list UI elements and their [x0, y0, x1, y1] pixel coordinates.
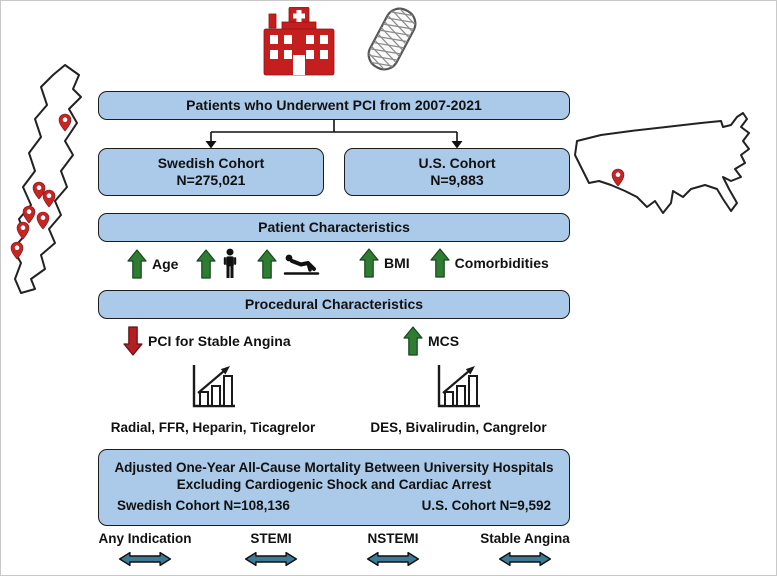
sweden-map-outline — [10, 64, 82, 294]
patient-characteristics-left-group: Age — [127, 248, 321, 279]
characteristic-lifestyle — [257, 248, 321, 279]
comorbidities-label: Comorbidities — [454, 255, 549, 271]
bmi-label: BMI — [384, 255, 410, 271]
comparison-double-arrow-icon — [366, 551, 420, 567]
increase-arrow-icon — [359, 248, 379, 278]
outcome-line1: Adjusted One-Year All-Cause Mortality Be… — [114, 460, 554, 476]
characteristic-bmi: BMI — [359, 248, 410, 278]
characteristic-sex — [196, 248, 239, 279]
comparison-double-arrow-icon — [244, 551, 298, 567]
age-label: Age — [152, 255, 179, 272]
stable-angina-label: Stable Angina — [480, 531, 570, 546]
comparison-stable-angina: Stable Angina — [469, 531, 581, 567]
hospital-building-icon — [263, 7, 335, 76]
swedish-cohort-box: Swedish Cohort N=275,021 — [98, 148, 324, 196]
outcome-line2: Excluding Cardiogenic Shock and Cardiac … — [176, 477, 492, 493]
stemi-label: STEMI — [250, 531, 292, 546]
pci-stable-angina-label: PCI for Stable Angina — [148, 333, 291, 349]
increased-item: MCS — [403, 326, 459, 356]
swedish-therapies-label: Radial, FFR, Heparin, Ticagrelor — [110, 420, 316, 435]
us-therapies-label: DES, Bivalirudin, Cangrelor — [370, 420, 547, 435]
comparison-double-arrow-icon — [498, 551, 552, 567]
outcome-swedish-n: Swedish Cohort N=108,136 — [117, 497, 290, 513]
stent-icon — [363, 3, 421, 75]
us-cohort-title: U.S. Cohort — [418, 154, 496, 171]
increase-arrow-icon — [430, 248, 450, 278]
increase-arrow-icon — [127, 248, 147, 279]
outcome-us-n: U.S. Cohort N=9,592 — [421, 497, 551, 513]
swedish-cohort-n: N=275,021 — [176, 172, 246, 188]
patient-characteristics-header: Patient Characteristics — [98, 213, 570, 242]
comparison-any-indication: Any Indication — [93, 531, 197, 567]
us-cohort-n: N=9,883 — [430, 172, 484, 188]
us-map-outline — [574, 112, 750, 214]
person-icon — [224, 248, 237, 279]
characteristic-age: Age — [127, 248, 179, 279]
comparison-nstemi: NSTEMI — [349, 531, 437, 567]
comparison-double-arrow-icon — [118, 551, 172, 567]
outcome-cohort-ns: Swedish Cohort N=108,136 U.S. Cohort N=9… — [99, 498, 569, 515]
characteristic-comorbidities: Comorbidities — [430, 248, 549, 278]
comparison-stemi: STEMI — [227, 531, 315, 567]
decreased-item: PCI for Stable Angina — [123, 326, 291, 356]
procedural-characteristics-header: Procedural Characteristics — [98, 290, 570, 319]
decrease-arrow-icon — [123, 326, 143, 356]
rising-bar-chart-icon — [192, 365, 235, 408]
outcome-box: Adjusted One-Year All-Cause Mortality Be… — [98, 449, 570, 526]
any-indication-label: Any Indication — [98, 531, 192, 546]
increase-arrow-icon — [403, 326, 423, 356]
procedural-characteristics-label: Procedural Characteristics — [244, 295, 424, 312]
person-reclining-icon — [284, 254, 320, 275]
increase-arrow-icon — [196, 248, 217, 279]
top-box: Patients who Underwent PCI from 2007-202… — [98, 91, 570, 120]
mcs-label: MCS — [428, 333, 460, 349]
us-cohort-box: U.S. Cohort N=9,883 — [344, 148, 570, 196]
patient-characteristics-right-group: BMI Comorbidities — [359, 248, 549, 278]
increase-arrow-icon — [257, 248, 278, 279]
patient-characteristics-label: Patient Characteristics — [258, 218, 410, 235]
swedish-cohort-title: Swedish Cohort — [157, 154, 265, 171]
rising-bar-chart-icon — [437, 365, 480, 408]
nstemi-label: NSTEMI — [367, 531, 419, 546]
top-box-label: Patients who Underwent PCI from 2007-202… — [186, 96, 482, 113]
